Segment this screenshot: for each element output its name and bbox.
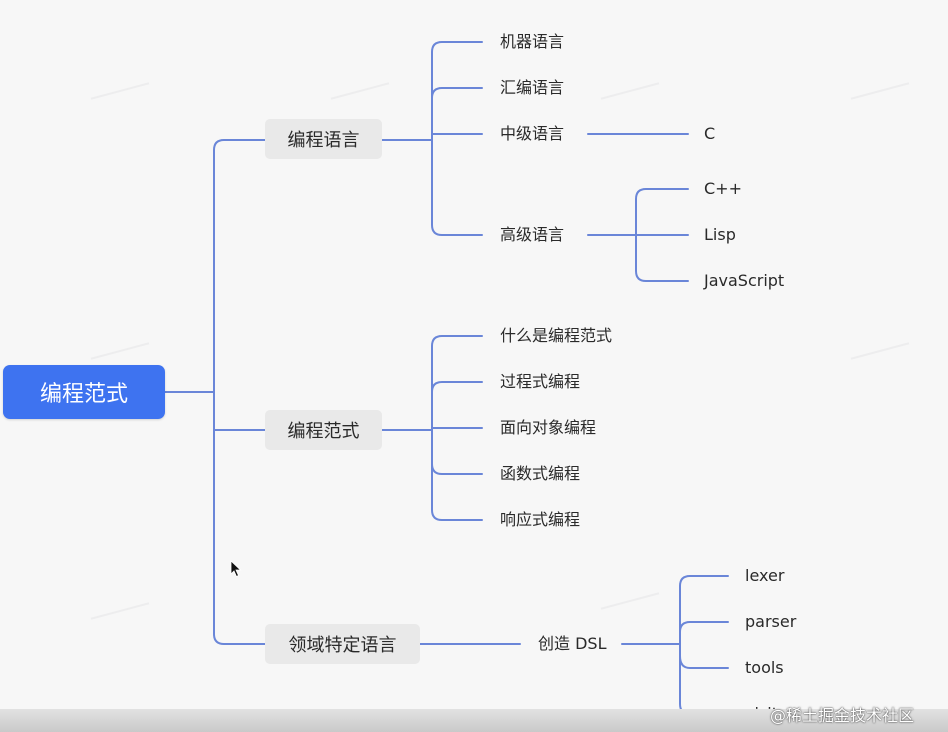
connector-root-vertical <box>213 139 266 393</box>
leaf-middle-language[interactable]: 中级语言 <box>500 124 565 143</box>
leaf-machine-language[interactable]: 机器语言 <box>500 32 565 51</box>
root-node[interactable]: 编程范式 <box>3 365 165 419</box>
leaf-procedural[interactable]: 过程式编程 <box>500 372 581 391</box>
leaf-cpp[interactable]: C++ <box>704 179 742 198</box>
connector-lang-up <box>431 41 483 141</box>
connector-lang-down <box>431 139 483 236</box>
leaf-parser[interactable]: parser <box>745 612 797 631</box>
leaf-javascript[interactable]: JavaScript <box>704 271 785 290</box>
mouse-cursor-icon <box>230 560 242 578</box>
connector-root-down <box>213 391 266 645</box>
connector-dsl-parser <box>679 621 729 633</box>
leaf-lexer[interactable]: lexer <box>745 566 785 585</box>
leaf-c[interactable]: C <box>704 124 716 143</box>
leaf-create-dsl[interactable]: 创造 DSL <box>538 634 607 653</box>
leaf-tools[interactable]: tools <box>745 658 784 677</box>
connector-para-2 <box>431 381 483 393</box>
leaf-what-is-paradigm[interactable]: 什么是编程范式 <box>500 326 613 345</box>
branch-languages[interactable]: 编程语言 <box>265 119 382 159</box>
leaf-reactive[interactable]: 响应式编程 <box>500 510 581 529</box>
connector-dsl-up <box>679 575 729 645</box>
watermark-credit: @稀土掘金技术社区 <box>770 706 915 725</box>
branch-dsl[interactable]: 领域特定语言 <box>265 624 420 664</box>
connector-para-up <box>431 335 483 431</box>
leaf-object-oriented[interactable]: 面向对象编程 <box>500 418 597 437</box>
connector-dsl-down <box>679 643 729 715</box>
connector-para-4 <box>431 463 483 475</box>
leaf-high-language[interactable]: 高级语言 <box>500 225 565 244</box>
connector-para-down <box>431 429 483 521</box>
connector-lang-assembly <box>431 87 483 99</box>
connector-high-up <box>635 188 689 236</box>
connector-high-down <box>635 234 689 282</box>
bottom-bar <box>0 709 948 732</box>
connector-dsl-tools <box>679 655 729 669</box>
leaf-assembly-language[interactable]: 汇编语言 <box>500 78 565 97</box>
branch-paradigms[interactable]: 编程范式 <box>265 410 382 450</box>
leaf-functional[interactable]: 函数式编程 <box>500 464 581 483</box>
leaf-lisp[interactable]: Lisp <box>704 225 736 244</box>
